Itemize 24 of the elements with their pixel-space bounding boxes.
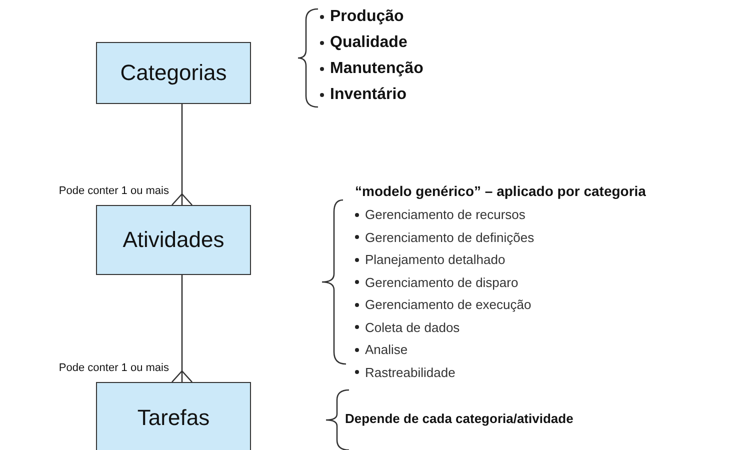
note-text: Depende de cada categoria/atividade	[345, 411, 574, 426]
list-item: Inventário	[320, 86, 406, 104]
list-item: Gerenciamento de execução	[355, 297, 532, 312]
entity-name: Atividades	[122, 227, 224, 253]
list-item: Planejamento detalhado	[355, 252, 506, 267]
list-item: Produção	[320, 8, 404, 26]
list-item: Qualidade	[320, 34, 408, 52]
list-item: Rastreabilidade	[355, 364, 456, 380]
relationship-line	[171, 275, 193, 383]
edge-label: Pode conter 1 ou mais	[58, 362, 170, 374]
list-item: Manutenção	[320, 60, 424, 78]
list-item: Analise	[355, 342, 408, 357]
entity-box	[96, 205, 251, 275]
list-item: Gerenciamento de recursos	[355, 207, 526, 222]
list-heading: “modelo genérico” – aplicado por categoria	[355, 183, 646, 199]
entity-box	[96, 382, 251, 450]
entity-name: Categorias	[120, 60, 227, 86]
entity-name: Tarefas	[137, 405, 210, 431]
edge-label: Pode conter 1 ou mais	[58, 185, 170, 197]
list-item: Coleta de dados	[355, 320, 460, 334]
relationship-line	[171, 104, 193, 206]
entity-box	[96, 42, 251, 104]
list-item: Gerenciamento de disparo	[355, 274, 518, 290]
list-item: Gerenciamento de definições	[355, 230, 534, 244]
